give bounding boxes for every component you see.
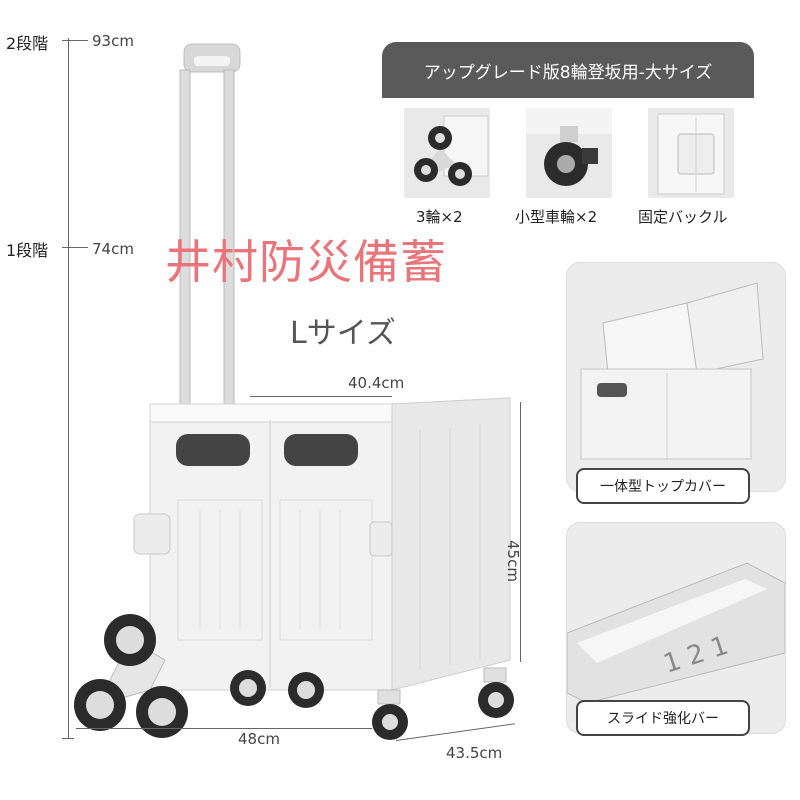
watermark-text: 井村防災備蓄 <box>165 235 447 289</box>
height-tick-level1 <box>62 247 88 248</box>
rear-wheels <box>230 670 324 708</box>
height-dimension-line <box>520 402 521 662</box>
slide-bar-image: 1 2 1 <box>567 523 785 733</box>
cart-box <box>133 397 511 691</box>
level2-value: 93cm <box>92 32 134 50</box>
caster-wheel-icon <box>526 108 612 186</box>
level1-label: 1段階 <box>6 241 49 260</box>
caster-wheels <box>372 667 514 740</box>
folding-cart-image <box>74 43 514 740</box>
caption-caster-wheel: 小型車輪×2 <box>515 208 598 226</box>
buckle-icon <box>657 113 725 195</box>
height-tick-bottom <box>62 738 74 739</box>
top-cover-panel <box>566 262 786 492</box>
height-scale-line <box>68 38 69 738</box>
upgrade-banner: アップグレード版8輪登坂用-大サイズ <box>382 42 754 98</box>
depth-dimension: 43.5cm <box>446 744 503 762</box>
buckle-thumbnail <box>648 108 734 198</box>
size-label: Lサイズ <box>290 316 396 351</box>
telescopic-handle <box>179 43 241 411</box>
stair-climbing-wheels <box>74 614 188 738</box>
level2-label: 2段階 <box>6 34 49 53</box>
feature-slide-bar: スライド強化バー <box>576 700 750 736</box>
length-dimension-line <box>76 728 372 729</box>
height-dimension: 45cm <box>504 540 522 582</box>
slide-bar-panel: 1 2 1 <box>566 522 786 734</box>
stair-wheel-thumbnail <box>404 108 490 198</box>
caption-buckle: 固定バックル <box>638 208 728 226</box>
caster-wheel-thumbnail <box>526 108 612 198</box>
width-dimension-line <box>250 396 392 397</box>
top-cover-image <box>567 263 785 491</box>
caption-stair-wheel: 3輪×2 <box>416 208 463 226</box>
height-tick-level2 <box>62 40 88 41</box>
length-dimension: 48cm <box>238 730 280 748</box>
feature-top-cover: 一体型トップカバー <box>576 468 750 504</box>
level1-value: 74cm <box>92 240 134 258</box>
width-dimension: 40.4cm <box>348 374 405 392</box>
stair-wheel-icon <box>414 115 489 186</box>
